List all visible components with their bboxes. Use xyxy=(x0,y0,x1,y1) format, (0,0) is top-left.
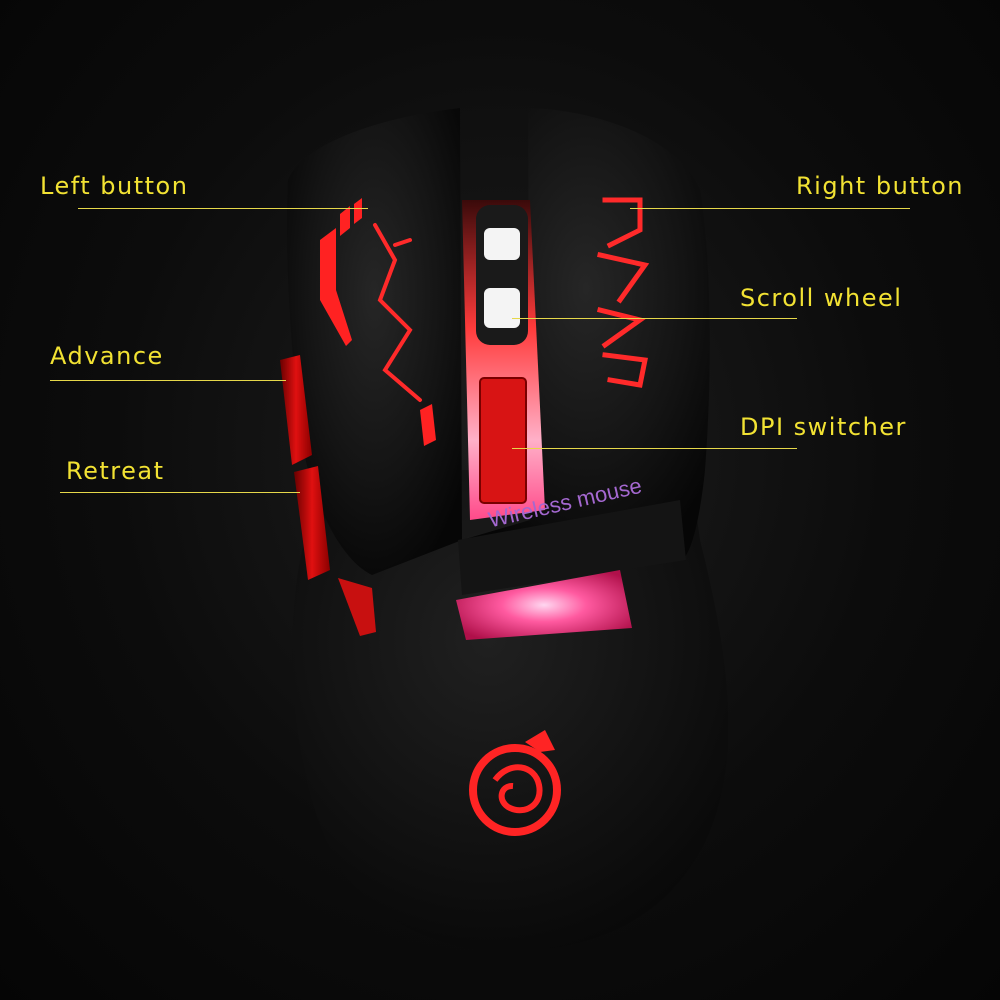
scroll-wheel-leader xyxy=(512,318,797,319)
left-button-label: Left button xyxy=(40,172,189,200)
right-button-shell xyxy=(462,108,710,560)
left-button-graphics xyxy=(320,198,436,446)
side-accent xyxy=(338,578,376,636)
advance-button xyxy=(280,355,312,465)
scroll-wheel-label: Scroll wheel xyxy=(740,284,903,312)
dpi-button xyxy=(479,377,527,504)
left-button-leader xyxy=(78,208,368,209)
advance-label: Advance xyxy=(50,342,164,370)
right-button-leader xyxy=(630,208,910,209)
light-strip xyxy=(456,570,632,640)
front-plate xyxy=(458,500,686,595)
retreat-label: Retreat xyxy=(66,457,165,485)
advance-leader xyxy=(50,380,286,381)
retreat-leader xyxy=(60,492,300,493)
dpi-switcher-label: DPI switcher xyxy=(740,413,907,441)
dpi-switcher-leader xyxy=(512,448,797,449)
left-button-shell xyxy=(286,108,462,575)
dragon-icon xyxy=(469,730,561,836)
right-button-label: Right button xyxy=(796,172,964,200)
model-mark xyxy=(373,223,422,402)
retreat-button xyxy=(294,466,330,580)
brand-mark xyxy=(596,197,650,388)
